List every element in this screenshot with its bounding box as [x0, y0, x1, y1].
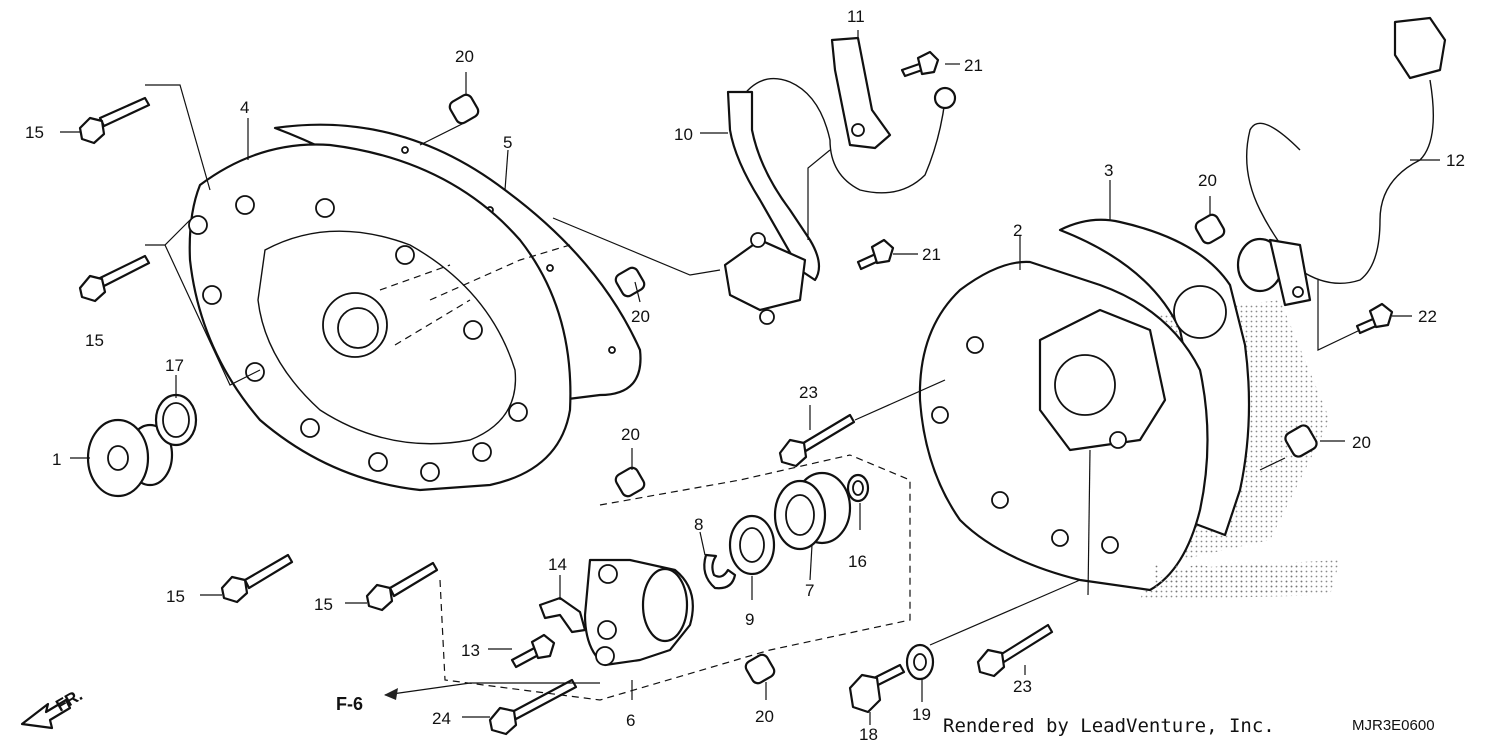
- callout-5: 5: [503, 133, 512, 152]
- credit-text: Rendered by LeadVenture, Inc.: [943, 715, 1275, 737]
- callout-9: 9: [745, 610, 754, 629]
- part-8-clip: [703, 553, 737, 590]
- callout-23-a: 23: [799, 383, 818, 402]
- part-1-plug: [86, 418, 174, 498]
- part-12-sensor: [1236, 16, 1447, 307]
- f6-reference-arrow: [384, 682, 600, 700]
- dowel-20-d: [1194, 213, 1226, 245]
- bolt-23-b: [976, 623, 1054, 678]
- part-18-bolt: [848, 663, 906, 714]
- callout-15-c: 15: [166, 587, 185, 606]
- dowel-20-f: [744, 653, 776, 685]
- part-6-housing: [583, 558, 694, 667]
- callout-20-f: 20: [755, 707, 774, 726]
- callout-11: 11: [847, 7, 865, 26]
- callout-8: 8: [694, 515, 703, 534]
- bolt-23-a: [778, 413, 856, 468]
- honda-watermark-text: HONDA: [1150, 556, 1311, 605]
- callout-20-d: 20: [1198, 171, 1217, 190]
- part-11-clamp: [830, 36, 892, 150]
- callout-labels: 1 2 3 4 5 6 7 8 9 10 11 12 13 14 15 15 1…: [25, 7, 1465, 744]
- callout-12: 12: [1446, 151, 1465, 170]
- part-2-right-cover: [918, 260, 1209, 592]
- callout-15-b: 15: [85, 331, 104, 350]
- callout-1: 1: [52, 450, 61, 469]
- part-19-washer: [905, 643, 935, 681]
- callout-21-b: 21: [922, 245, 941, 264]
- part-4-cover: [188, 143, 572, 492]
- callout-15-a: 15: [25, 123, 44, 142]
- callout-20-a: 20: [455, 47, 474, 66]
- dowel-20-e: [1284, 424, 1318, 458]
- callout-6: 6: [626, 711, 635, 730]
- bolt-24: [488, 678, 578, 736]
- bolt-15-d: [365, 561, 439, 612]
- part-17-o-ring: [154, 393, 198, 447]
- bolt-15-b: [78, 254, 151, 303]
- diagram-code: MJR3E0600: [1352, 717, 1435, 734]
- part-14-clip: [538, 596, 587, 634]
- callout-20-e: 20: [1352, 433, 1371, 452]
- bolt-13: [510, 633, 556, 669]
- callout-21-a: 21: [964, 56, 983, 75]
- callout-19: 19: [912, 705, 931, 724]
- callout-16: 16: [848, 552, 867, 571]
- callout-2: 2: [1013, 221, 1022, 240]
- front-direction-arrow: [20, 698, 72, 730]
- part-7-bearing: [773, 471, 852, 551]
- bolt-15-c: [220, 553, 294, 604]
- callout-7: 7: [805, 581, 814, 600]
- dowel-20-b: [614, 266, 646, 298]
- callout-23-b: 23: [1013, 677, 1032, 696]
- bolt-15-a: [78, 96, 151, 145]
- bolt-21-a: [900, 50, 940, 78]
- callout-22: 22: [1418, 307, 1437, 326]
- callout-20-b: 20: [631, 307, 650, 326]
- part-10-sensor: [723, 77, 957, 325]
- callout-15-d: 15: [314, 595, 333, 614]
- callout-4: 4: [240, 98, 249, 117]
- callout-17: 17: [165, 356, 184, 375]
- callout-10: 10: [674, 125, 693, 144]
- reference-f6: F-6: [336, 694, 363, 714]
- dashed-assembly-lines: [379, 244, 911, 701]
- leader-lines: [60, 30, 1440, 725]
- part-16-washer: [846, 473, 870, 503]
- callout-24: 24: [432, 709, 451, 728]
- callout-20-c: 20: [621, 425, 640, 444]
- part-9-seal: [728, 514, 776, 576]
- bolt-22: [1355, 302, 1394, 335]
- callout-18: 18: [859, 725, 878, 744]
- callout-13: 13: [461, 641, 480, 660]
- dowel-20-a: [448, 93, 480, 125]
- dowel-20-c: [614, 466, 646, 498]
- callout-14: 14: [548, 555, 567, 574]
- callout-3: 3: [1104, 161, 1113, 180]
- bolt-21-b: [856, 238, 895, 271]
